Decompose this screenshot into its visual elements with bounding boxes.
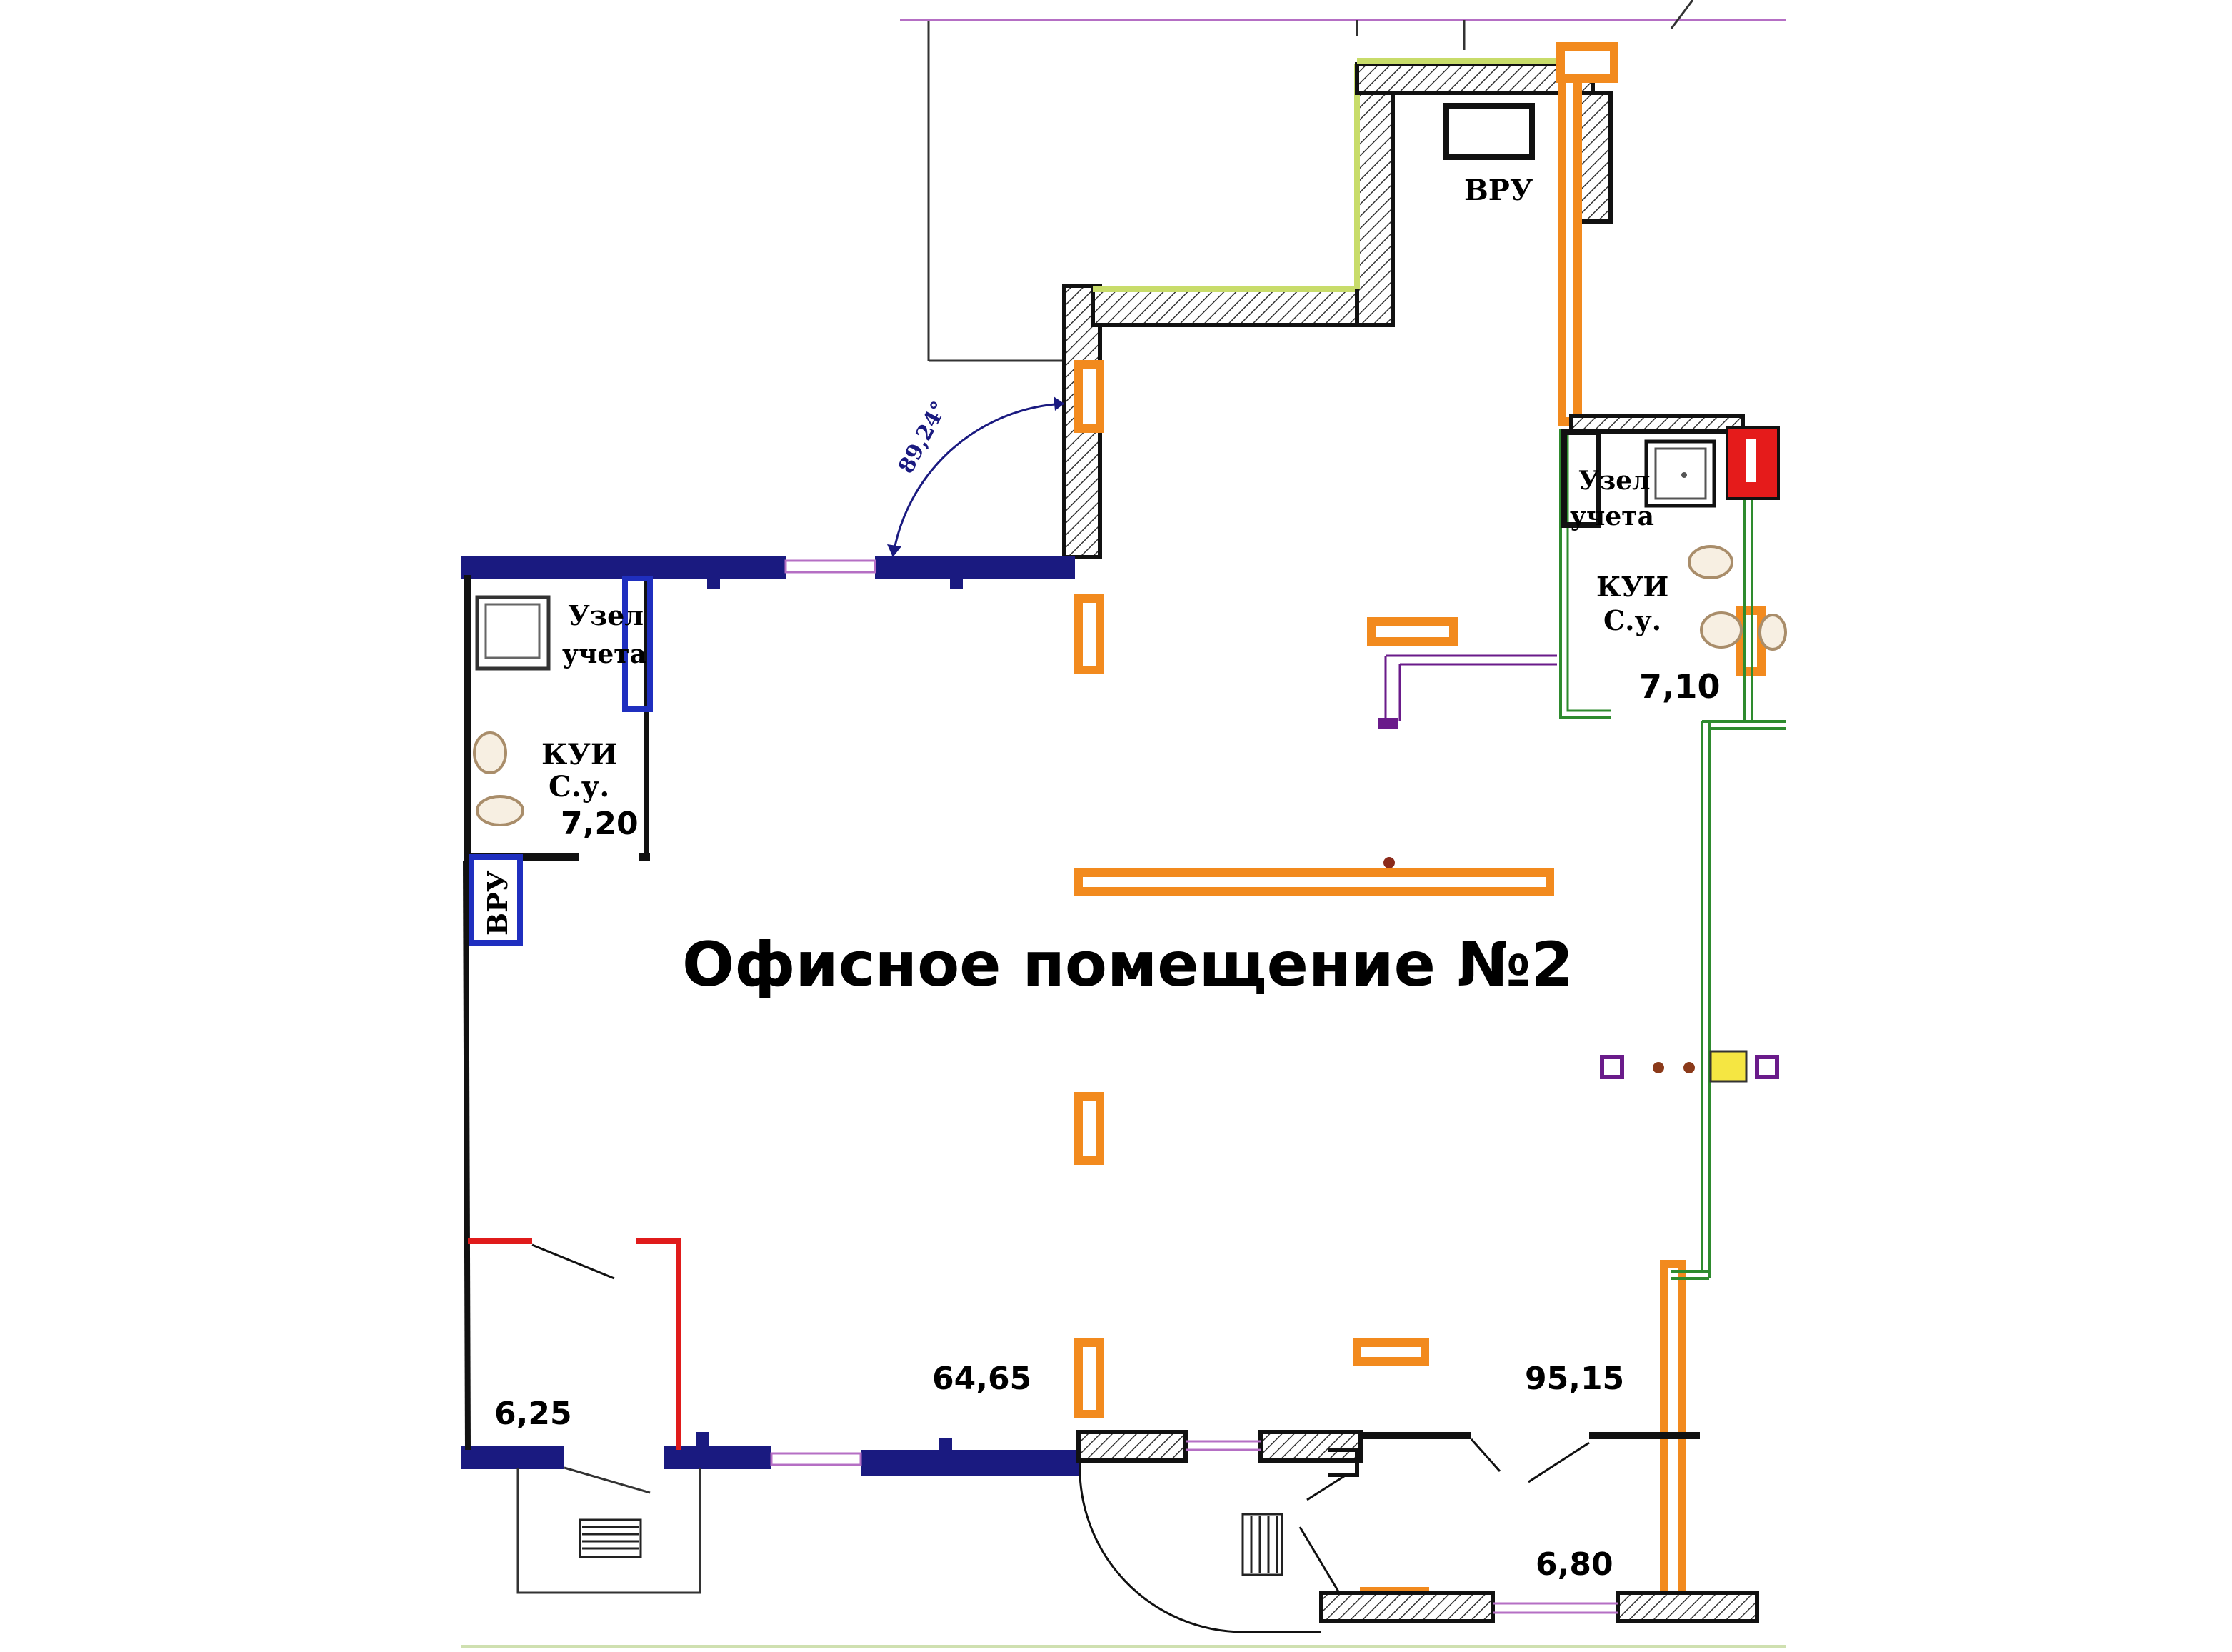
vru-top-label: ВРУ [1464, 174, 1533, 207]
area-vestibule-left: 6,25 [494, 1396, 572, 1432]
beam-dot [1383, 857, 1395, 868]
bath-right-label-1: КУИ [1596, 571, 1668, 603]
vestibule-left [516, 1466, 701, 1594]
lower-walls [1076, 1430, 1759, 1623]
green-partition [1671, 500, 1786, 1280]
meter-left-label-1: Узел [568, 599, 644, 631]
door-swing-arc [891, 402, 1065, 558]
area-vestibule-bottom: 6,80 [1536, 1546, 1613, 1583]
red-partition [468, 1238, 681, 1450]
electrical-panel-inner [1746, 439, 1756, 482]
area-main-room: 64,65 [932, 1361, 1031, 1397]
meter-right-label-1: Узел [1578, 466, 1650, 496]
vent-outlet [1378, 718, 1398, 729]
bath-left-label-1: КУИ [541, 738, 618, 771]
outer-wall-navy [461, 556, 1079, 1476]
plan-title: Офисное помещение №2 [682, 929, 1573, 1001]
door-angle-label: 89,24° [894, 397, 952, 478]
meter-right-label-2: учета [1570, 501, 1654, 531]
bath-right-label-2: С.у. [1603, 604, 1661, 636]
right-bathroom-fixtures [1688, 545, 1787, 651]
bath-left-label-2: С.у. [549, 770, 609, 804]
door-leaf-lower-left [531, 1243, 615, 1280]
vru-left-label: ВРУ [481, 870, 514, 936]
area-right-bathroom: 7,10 [1639, 667, 1721, 706]
grate-left [579, 1518, 642, 1558]
meter-left-blue-box [622, 576, 653, 712]
area-corridor: 95,15 [1525, 1361, 1624, 1397]
meter-left-sink-inner [484, 603, 541, 659]
meter-left-sink [475, 595, 551, 671]
grate-bottom [1241, 1513, 1283, 1576]
area-left-bathroom: 7,20 [561, 806, 639, 842]
door-arrow-top [1054, 396, 1064, 411]
bottom-door-swings [1079, 1438, 1590, 1633]
adjacent-outline [927, 0, 1694, 362]
right-bathroom-walls [1559, 414, 1745, 719]
marker-row [1600, 1050, 1779, 1083]
orange-columns [1074, 42, 1766, 1617]
vru-top-box [1443, 103, 1535, 160]
left-bathroom-fixtures [473, 731, 524, 826]
meter-left-label-2: учета [562, 639, 646, 669]
vent-detail [1384, 654, 1557, 721]
door-arrow-bottom [887, 544, 901, 557]
vru-left-box [469, 854, 523, 946]
upper-room-walls [1062, 58, 1613, 559]
